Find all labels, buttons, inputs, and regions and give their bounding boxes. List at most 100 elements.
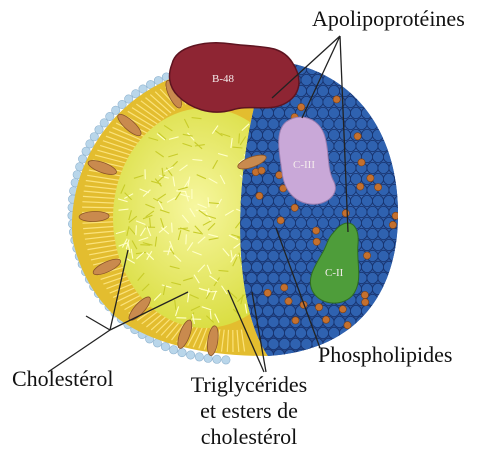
phospholipid-head (394, 129, 405, 140)
phospholipid-head (257, 228, 268, 239)
phospholipid-head (251, 283, 262, 294)
embedded-cholesterol (264, 289, 271, 296)
phospholipid-head (378, 74, 389, 85)
phospholipid-head (273, 327, 284, 338)
apoprotein-c2-label: C-II (325, 267, 344, 279)
embedded-cholesterol (386, 96, 393, 103)
phospholipid-head (361, 195, 372, 206)
phospholipid-head (383, 305, 394, 316)
phospholipid-head (400, 250, 411, 261)
phospholipid-head (378, 316, 389, 327)
phospholipid-head (279, 316, 290, 327)
phospholipid-head (334, 140, 345, 151)
phospholipid-head (356, 74, 367, 85)
phospholipid-head (251, 217, 262, 228)
phospholipid-head (301, 206, 312, 217)
phospholipid-head (356, 140, 367, 151)
phospholipid-head (279, 206, 290, 217)
phospholipid-head (262, 107, 273, 118)
phospholipid-head (400, 118, 411, 129)
phospholipid-head (257, 140, 268, 151)
phospholipid-head (383, 261, 394, 272)
phospholipid-head (262, 261, 273, 272)
phospholipid-head (372, 283, 383, 294)
phospholipid-head (378, 294, 389, 305)
phospholipid-head (378, 272, 389, 283)
phospholipid-head (268, 118, 279, 129)
phospholipid-head (345, 118, 356, 129)
phospholipid-head (378, 52, 389, 63)
phospholipid-head (268, 206, 279, 217)
embedded-cholesterol (367, 175, 374, 182)
lipid-strand (196, 210, 206, 211)
phospholipid-head (268, 316, 279, 327)
phospholipid-head (367, 162, 378, 173)
phospholipid-head (251, 305, 262, 316)
phospholipid-head (394, 151, 405, 162)
phospholipid-head (389, 228, 400, 239)
phospholipid-head (284, 349, 295, 360)
phospholipid-head (389, 118, 400, 129)
phospholipid-head (290, 250, 301, 261)
phospholipid-head (383, 151, 394, 162)
phospholipid-head (186, 351, 194, 359)
phospholipid-head (279, 338, 290, 349)
phospholipid-head (323, 96, 334, 107)
phospholipid-head (400, 294, 411, 305)
phospholipid-head (378, 96, 389, 107)
phospholipid-head (178, 348, 186, 356)
label-triglycerides: Triglycérides et esters de cholestérol (164, 372, 334, 450)
phospholipid-head (284, 327, 295, 338)
embedded-cholesterol (376, 108, 383, 115)
embedded-cholesterol (392, 212, 399, 219)
lipid-strand (172, 223, 173, 233)
phospholipid-head (328, 327, 339, 338)
phospholipid-head (240, 217, 251, 228)
lipid-strand (186, 234, 187, 244)
phospholipid-head (367, 272, 378, 283)
phospholipid-head (350, 85, 361, 96)
phospholipid-head (372, 195, 383, 206)
phospholipid-head (400, 272, 411, 283)
phospholipid-head (389, 184, 400, 195)
phospholipid-head (284, 305, 295, 316)
phospholipid-head (240, 239, 251, 250)
phospholipid-head (312, 206, 323, 217)
phospholipid-head (328, 129, 339, 140)
phospholipid-head (161, 342, 169, 350)
phospholipid-head (378, 140, 389, 151)
embedded-cholesterol (256, 192, 263, 199)
phospholipid-head (257, 118, 268, 129)
phospholipid-head (262, 173, 273, 184)
embedded-cholesterol (372, 96, 379, 103)
phospholipid-head (361, 327, 372, 338)
phospholipid-head (372, 305, 383, 316)
phospholipid-head (400, 228, 411, 239)
phospholipid-head (383, 85, 394, 96)
phospholipid-head (383, 63, 394, 74)
label-cholesterol: Cholestérol (12, 366, 113, 392)
phospholipid-head (389, 96, 400, 107)
phospholipid-head (86, 140, 94, 148)
embedded-cholesterol (342, 210, 349, 217)
phospholipid-head (394, 261, 405, 272)
phospholipid-head (372, 63, 383, 74)
phospholipid-head (361, 305, 372, 316)
phospholipid-head (394, 107, 405, 118)
phospholipid-head (334, 162, 345, 173)
phospholipid-head (350, 327, 361, 338)
phospholipid-head (394, 305, 405, 316)
embedded-cholesterol (344, 322, 351, 329)
phospholipid-head (356, 118, 367, 129)
phospholipid-head (268, 140, 279, 151)
phospholipid-head (383, 173, 394, 184)
embedded-cholesterol (364, 252, 371, 259)
phospholipid-head (367, 96, 378, 107)
phospholipid-head (262, 305, 273, 316)
phospholipid-head (251, 129, 262, 140)
phospholipid-head (394, 173, 405, 184)
phospholipid-head (345, 162, 356, 173)
phospholipid-head (400, 52, 411, 63)
lipid-strand (140, 245, 150, 246)
label-phospholipids: Phospholipides (318, 342, 452, 368)
